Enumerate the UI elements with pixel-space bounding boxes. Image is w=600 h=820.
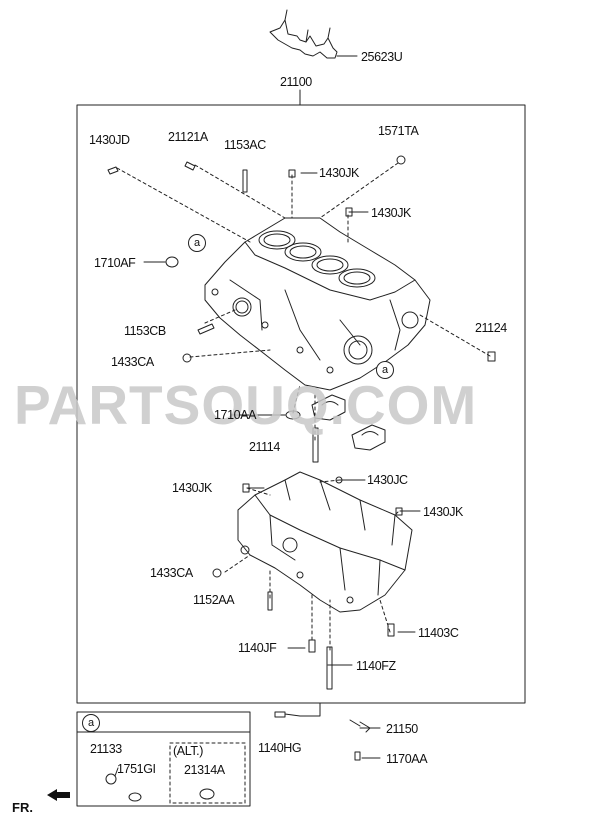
callout-a-inset: a — [82, 714, 100, 732]
part-label-21314A: 21314A — [184, 763, 225, 777]
part-label-1140JF: 1140JF — [238, 641, 277, 655]
part-label-21100: 21100 — [280, 75, 312, 89]
part-label-1430JC: 1430JC — [367, 473, 408, 487]
part-label-1710AF: 1710AF — [94, 256, 136, 270]
watermark: PARTSOUQ.COM — [14, 374, 478, 436]
part-label-21133: 21133 — [90, 742, 122, 756]
part-label-1153CB: 1153CB — [124, 324, 166, 338]
part-label-1153AC: 1153AC — [224, 138, 266, 152]
inset-box-a — [76, 711, 251, 807]
part-label-21114: 21114 — [249, 440, 280, 454]
part-label-25623U: 25623U — [361, 50, 403, 64]
part-label-1430JK-lower-2: 1430JK — [423, 505, 463, 519]
part-label-1433CA-upper: 1433CA — [111, 355, 154, 369]
alt-label: (ALT.) — [173, 744, 204, 758]
fasteners — [107, 155, 496, 761]
bearing-caps — [311, 394, 386, 451]
cylinder-block — [204, 217, 431, 391]
part-label-21150: 21150 — [386, 722, 418, 736]
part-label-1140FZ: 1140FZ — [356, 659, 396, 673]
part-label-1430JK-upper-2: 1430JK — [371, 206, 411, 220]
callout-a-right: a — [376, 361, 394, 379]
part-label-1430JD: 1430JD — [89, 133, 130, 147]
part-label-1430JK-lower-1: 1430JK — [172, 481, 212, 495]
part-label-1430JK-upper-1: 1430JK — [319, 166, 359, 180]
part-label-1571TA: 1571TA — [378, 124, 419, 138]
part-label-21121A: 21121A — [168, 130, 208, 144]
oil-baffle-part — [269, 9, 358, 59]
part-label-1170AA: 1170AA — [386, 752, 428, 766]
part-label-11403C: 11403C — [418, 626, 459, 640]
main-assembly-frame — [76, 104, 526, 704]
front-arrow — [47, 789, 70, 801]
part-label-1751GI: 1751GI — [117, 762, 156, 776]
part-label-21124: 21124 — [475, 321, 507, 335]
front-indicator: FR. — [12, 800, 33, 815]
part-label-1140HG: 1140HG — [258, 741, 302, 755]
lower-crankcase — [237, 471, 413, 613]
part-label-1152AA: 1152AA — [193, 593, 235, 607]
part-label-1710AA: 1710AA — [214, 408, 257, 422]
alt-inset-box — [169, 742, 246, 804]
callout-a-upper-left: a — [188, 234, 206, 252]
part-label-1433CA-lower: 1433CA — [150, 566, 193, 580]
